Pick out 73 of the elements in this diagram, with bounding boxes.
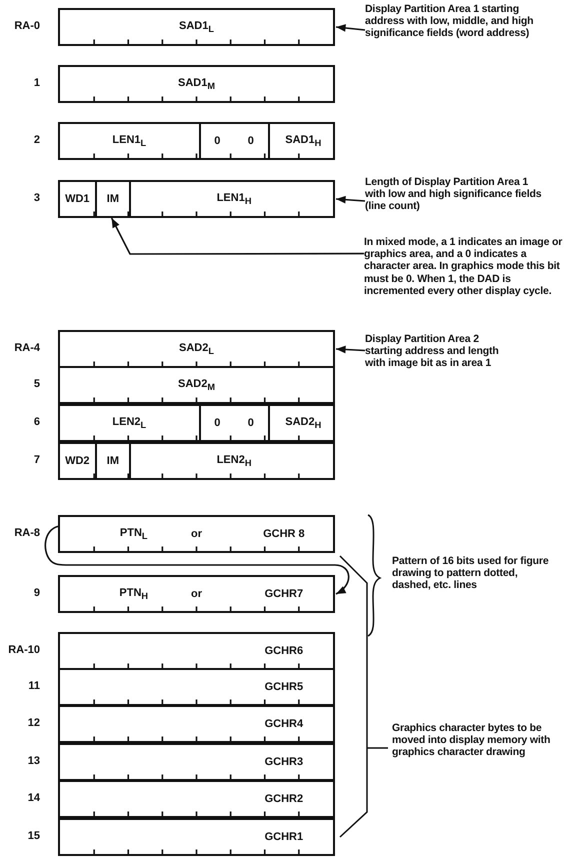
- register-address-label: RA-4: [13, 342, 40, 354]
- register-address-label: 13: [26, 755, 40, 767]
- field-label: IM: [106, 455, 119, 467]
- field-label: WD1: [65, 193, 90, 205]
- register-address-label: 3: [32, 192, 40, 204]
- field-label: or: [191, 588, 202, 600]
- field-label: GCHR4: [264, 718, 304, 730]
- register-address-label: 15: [26, 830, 40, 842]
- register-address-label: 1: [32, 77, 40, 89]
- register-box: [58, 366, 335, 404]
- arrow: [336, 196, 366, 204]
- field-label: GCHR1: [264, 831, 304, 843]
- annotation-text: In mixed mode, a 1 indicates an image or graphics area, and a 0 indicates a character area. In graphics mode this bit must be 0. When 1, the DAD is incremented every other display cycle.: [364, 236, 570, 298]
- field-label: WD2: [65, 455, 90, 467]
- register-box: [58, 743, 335, 781]
- register-box: [58, 330, 335, 368]
- field-label: GCHR5: [264, 681, 304, 693]
- field-label: GCHR7: [264, 588, 304, 600]
- arrow: [336, 24, 366, 32]
- register-box: [58, 65, 335, 103]
- field-label: SAD2$_{M}$: [178, 378, 215, 392]
- register-address-label: RA-10: [7, 644, 40, 656]
- field-label: SAD1$_{H}$: [285, 134, 322, 148]
- field-label: PTN$_{H}$: [119, 586, 148, 602]
- field-label: LEN2$_{L}$: [112, 416, 146, 430]
- register-box: [58, 442, 335, 480]
- register-address-label: 11: [27, 680, 40, 692]
- register-box: [58, 668, 335, 706]
- field-label: IM: [106, 193, 119, 205]
- register-address-label: 6: [32, 416, 40, 428]
- annotation-text: Display Partition Area 1 starting address with low, middle, and high significance fields (word address): [365, 3, 537, 40]
- field-label: 0: [248, 417, 254, 429]
- register-box: [58, 122, 335, 160]
- field-label: LEN1$_{L}$: [112, 134, 146, 148]
- field-label: SAD2$_{H}$: [285, 416, 322, 430]
- register-box: [58, 180, 335, 218]
- register-address-label: RA-8: [13, 527, 40, 539]
- register-box: [58, 818, 335, 856]
- arrow: [110, 218, 364, 255]
- field-label: GCHR2: [264, 793, 304, 805]
- field-label: SAD2$_{L}$: [179, 342, 214, 356]
- register-box: [58, 632, 335, 670]
- register-box: [58, 780, 335, 818]
- annotation-text: Length of Display Partition Area 1 with low and high significance fields (line count): [365, 176, 545, 213]
- arrow: [44, 526, 350, 595]
- register-address-label: 9: [32, 587, 40, 599]
- annotation-text: Graphics character bytes to be moved into display memory with graphics character drawing: [392, 722, 570, 759]
- annotation-text: Display Partition Area 2 starting address and length with image bit as in area 1: [365, 333, 515, 370]
- register-box: [58, 404, 335, 442]
- field-label: GCHR3: [264, 756, 304, 768]
- register-address-label: 7: [32, 454, 40, 466]
- register-address-label: 14: [26, 792, 40, 804]
- field-label: or: [191, 528, 202, 540]
- arrow: [336, 346, 366, 354]
- field-label: 0: [214, 135, 220, 147]
- annotation-text: Pattern of 16 bits used for figure drawing to pattern dotted, dashed, etc. lines: [392, 555, 557, 592]
- field-label: SAD1$_{M}$: [178, 76, 215, 92]
- register-address-label: 5: [32, 378, 40, 390]
- register-address-label: RA-0: [13, 20, 40, 32]
- register-address-label: 2: [32, 134, 40, 146]
- register-box: [58, 515, 335, 553]
- field-label: SAD1$_{L}$: [179, 20, 214, 34]
- field-label: LEN1$_{H}$: [216, 192, 252, 206]
- register-box: [58, 705, 335, 743]
- register-box: [58, 8, 335, 46]
- field-label: LEN2$_{H}$: [216, 454, 252, 468]
- field-label: GCHR 8: [263, 528, 305, 540]
- field-label: 0: [248, 135, 254, 147]
- register-box: [58, 575, 335, 613]
- field-label: PTN$_{L}$: [120, 526, 148, 542]
- field-label: GCHR6: [264, 645, 304, 657]
- register-address-label: 12: [26, 717, 40, 729]
- field-label: 0: [214, 417, 220, 429]
